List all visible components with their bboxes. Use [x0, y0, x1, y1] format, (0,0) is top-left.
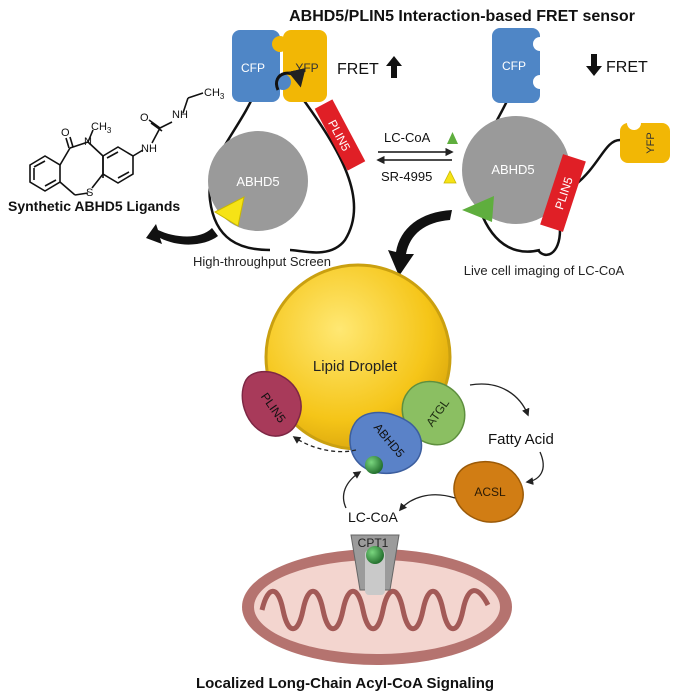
- right-sensor: ABHD5 CFP PLIN5 YFP FRET Live cell imagi…: [462, 28, 670, 278]
- atom-o-urea: O: [140, 112, 149, 124]
- right-plin5: PLIN5: [540, 154, 586, 232]
- plin5-protein: PLIN5: [241, 370, 302, 437]
- right-yfp-label: YFP: [645, 132, 657, 153]
- right-abhd5-label: ABHD5: [491, 162, 534, 177]
- left-cfp: CFP: [232, 30, 288, 102]
- sr-4995-label: SR-4995: [381, 169, 432, 184]
- abhd5-protein: ABHD5: [349, 411, 423, 475]
- atom-ch3-methyl: CH3: [91, 121, 112, 135]
- right-caption: Live cell imaging of LC-CoA: [464, 263, 625, 278]
- left-big-arrow: [146, 224, 218, 245]
- right-cfp-label: CFP: [502, 59, 526, 73]
- cpt1-lc-coa-ball: [366, 546, 384, 564]
- right-lc-coa-triangle: [462, 196, 494, 222]
- ligand-title: Synthetic ABHD5 Ligands: [8, 198, 180, 214]
- lc-coa-to-abhd5-arrow: [342, 471, 362, 509]
- lipid-droplet-label: Lipid Droplet: [313, 358, 398, 375]
- acsl-to-lc-coa-arrow: [399, 494, 456, 512]
- left-yfp-label: YFP: [295, 61, 318, 75]
- abhd5-to-plin5-arrow: [292, 436, 357, 453]
- left-fret-label: FRET: [337, 61, 379, 78]
- atom-o: O: [61, 127, 70, 139]
- atom-nh-1: NH: [141, 143, 157, 155]
- ligand-structure: [29, 92, 204, 196]
- figure-title: ABHD5/PLIN5 Interaction-based FRET senso…: [289, 8, 635, 25]
- left-caption: High-throughput Screen: [193, 254, 331, 269]
- right-yfp: YFP: [620, 116, 670, 163]
- abhd5-lc-coa-ball: [365, 456, 383, 474]
- fatty-acid-label: Fatty Acid: [488, 431, 554, 448]
- atom-s: S: [86, 187, 93, 199]
- right-cfp: CFP: [492, 28, 547, 103]
- left-linker-plin5: [289, 94, 356, 254]
- fret-down-arrow-icon: [586, 54, 602, 76]
- lc-coa-triangle-icon: [447, 132, 458, 144]
- acsl-label: ACSL: [474, 485, 506, 499]
- lc-coa-cell-label: LC-CoA: [348, 509, 398, 525]
- left-linker-cfp: [208, 89, 271, 252]
- cpt1: CPT1: [350, 534, 400, 595]
- ligand-atom-labels: O N CH3 S NH O NH CH3: [61, 87, 225, 199]
- equilibrium: LC-CoA SR-4995: [376, 130, 458, 184]
- atom-n-methyl: N: [84, 136, 92, 148]
- left-cfp-label: CFP: [241, 61, 265, 75]
- left-abhd5-label: ABHD5: [236, 174, 279, 189]
- mitochondrion: [242, 549, 512, 665]
- footer-title: Localized Long-Chain Acyl-CoA Signaling: [196, 675, 494, 692]
- acsl-protein: ACSL: [453, 461, 524, 523]
- mito-cristae: [259, 588, 491, 632]
- down-big-arrow: [388, 210, 452, 276]
- atgl-to-fatty-acid-arrow: [469, 383, 530, 417]
- fatty-acid-to-acsl-arrow: [525, 451, 544, 485]
- right-linker-plin5: [536, 229, 562, 256]
- cpt1-label: CPT1: [358, 536, 389, 550]
- atom-ch3-butyl: CH3: [204, 87, 225, 101]
- fret-up-arrow-icon: [386, 56, 402, 78]
- lc-coa-label: LC-CoA: [384, 130, 431, 145]
- left-ligand-triangle: [213, 196, 245, 227]
- left-sensor: ABHD5 CFP YFP PLIN5 FRET High-throughput…: [193, 30, 402, 269]
- right-fret-label: FRET: [606, 59, 648, 76]
- sr-4995-triangle-icon: [443, 170, 457, 184]
- right-linker-yfp: [574, 138, 621, 186]
- right-abhd5-circle: [462, 116, 570, 224]
- fret-transfer-arrow: [275, 67, 306, 91]
- atom-nh-2: NH: [172, 109, 188, 121]
